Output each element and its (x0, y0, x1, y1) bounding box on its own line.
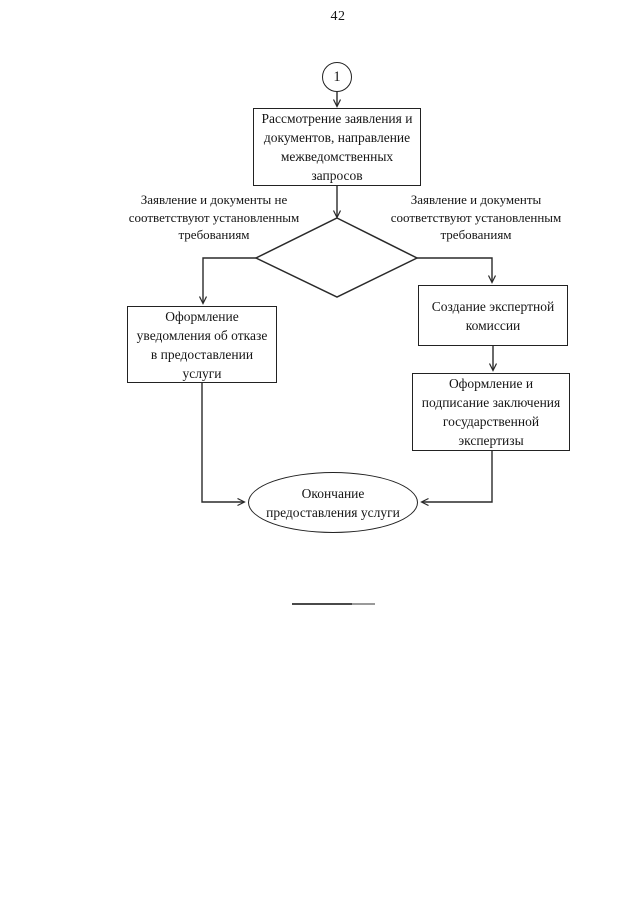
off-page-connector-circle: 1 (322, 62, 352, 92)
arrow-decision-to-refusal (203, 257, 256, 303)
decision-label-compliant: Заявление и документы соответствуют уста… (390, 192, 562, 242)
process-box-expert-commission: Создание экспертной комиссии (418, 285, 568, 346)
arrow-refusal-to-end (201, 383, 244, 502)
terminator-end-of-service: Окончание предоставления услуги (248, 472, 418, 533)
decision-label-not-compliant: Заявление и документы не соответствуют у… (128, 192, 300, 242)
page-number: 42 (330, 9, 346, 24)
arrow-conclusion-to-end (422, 451, 493, 502)
process-box-refusal-notice: Оформление уведомления об отказе в предо… (127, 306, 277, 383)
process-box-expertise-conclusion: Оформление и подписание заключения госуд… (412, 373, 570, 451)
arrow-decision-to-commission (417, 257, 492, 282)
decision-diamond (254, 217, 419, 298)
footnote-rule (292, 603, 375, 605)
process-box-review-application: Рассмотрение заявления и документов, нап… (253, 108, 421, 186)
